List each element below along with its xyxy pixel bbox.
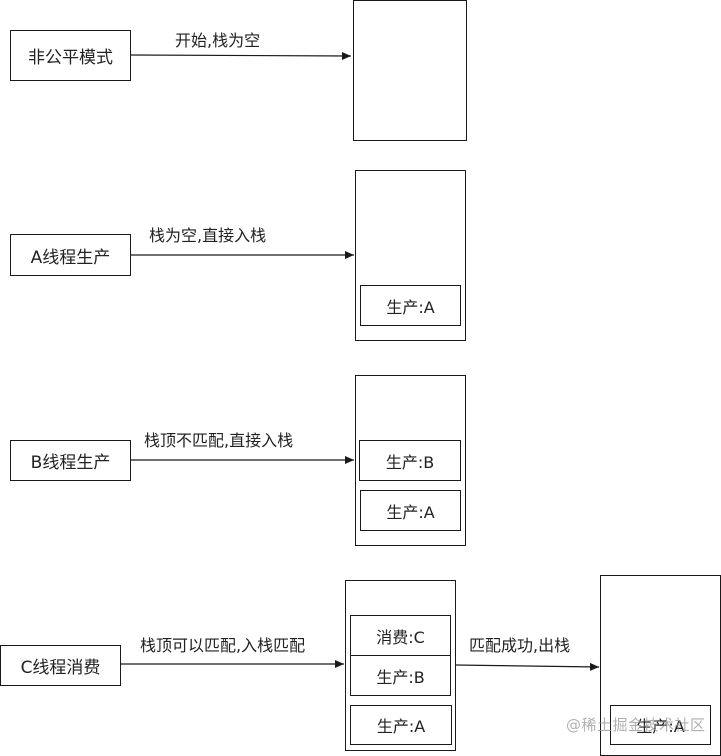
stack-container-1: [353, 0, 467, 141]
arrow-step1: [129, 51, 352, 60]
arrow-step4-result: [454, 662, 600, 671]
mode-label-3: B线程生产: [30, 453, 111, 473]
mode-label-box-4: C线程消费: [0, 645, 121, 686]
arrow-label-4: 栈顶可以匹配,入栈匹配: [140, 636, 306, 655]
stack-item: 生产:B: [359, 440, 461, 481]
stack-item: 生产:A: [350, 705, 452, 745]
arrow-label-4-result: 匹配成功,出栈: [469, 636, 571, 655]
watermark: @稀土掘金技术社区: [566, 716, 706, 734]
mode-label-box-2: A线程生产: [10, 234, 131, 276]
mode-label-box-1: 非公平模式: [10, 30, 131, 81]
stack-item: 生产:A: [360, 285, 461, 326]
mode-label-4: C线程消费: [20, 658, 101, 678]
stack-item: 生产:B: [350, 655, 451, 696]
stack-item: 消费:C: [350, 615, 451, 656]
mode-label-2: A线程生产: [30, 247, 111, 268]
arrow-label-1: 开始,栈为空: [175, 31, 261, 50]
mode-label-box-3: B线程生产: [10, 440, 131, 481]
stack-item: 生产:A: [360, 490, 461, 531]
arrow-label-3: 栈顶不匹配,直接入栈: [144, 431, 294, 450]
arrow-label-2: 栈为空,直接入栈: [149, 226, 267, 245]
mode-label-1: 非公平模式: [28, 48, 113, 68]
stack-item: 生产:A: [610, 705, 711, 745]
